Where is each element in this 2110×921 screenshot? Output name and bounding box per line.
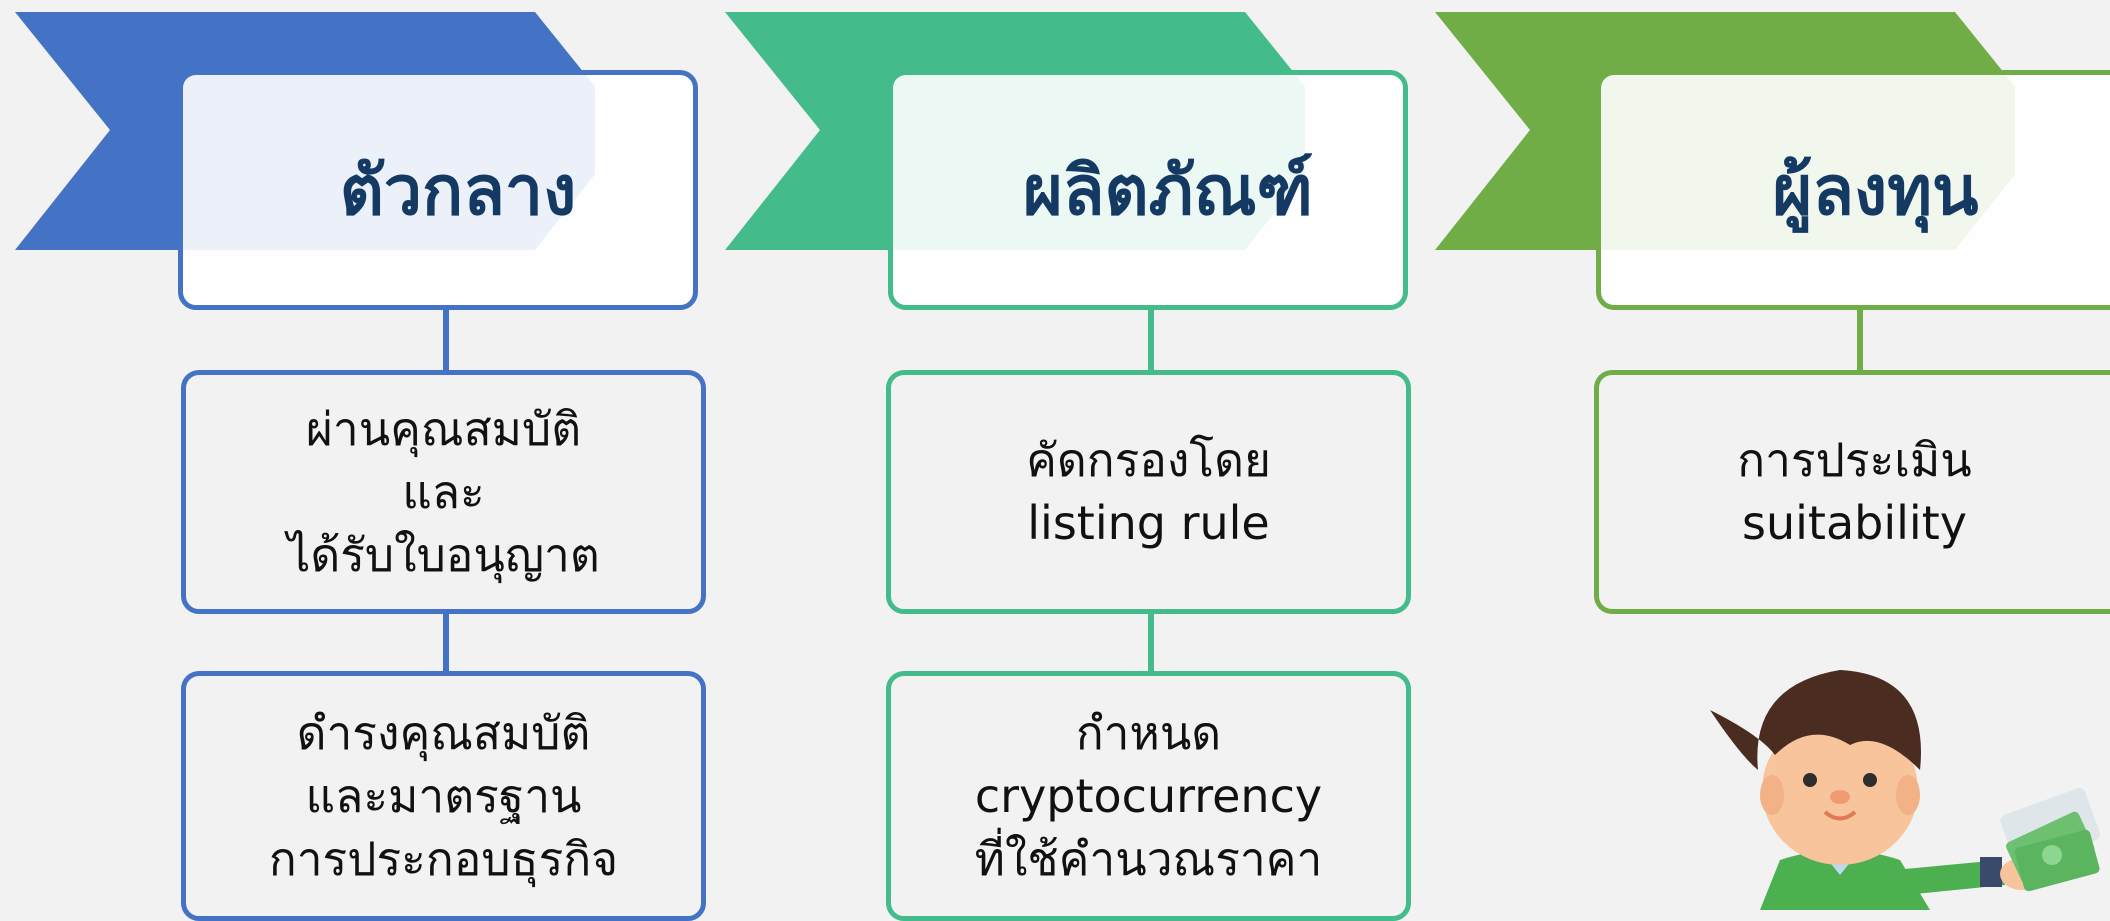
header-title-intermediary: ตัวกลาง	[339, 152, 577, 231]
header-title-product: ผลิตภัณฑ์	[1022, 152, 1314, 231]
connector-line	[443, 308, 449, 372]
box-line: คัดกรองโดย	[1026, 433, 1271, 487]
box-line: ได้รับใบอนุญาต	[287, 527, 600, 582]
box-line: การประกอบธุรกิจ	[268, 831, 619, 886]
box-line: cryptocurrency	[974, 768, 1323, 823]
requirement-box: ดำรงคุณสมบัติ และมาตรฐาน การประกอบธุรกิจ	[181, 671, 706, 921]
box-line: และมาตรฐาน	[305, 768, 582, 823]
header-title-investor: ผู้ลงทุน	[1772, 152, 1979, 231]
connector-line	[1148, 308, 1154, 372]
box-line: ดำรงคุณสมบัติ	[296, 705, 591, 760]
box-line: ที่ใช้คำนวณราคา	[974, 831, 1323, 886]
box-line: listing rule	[1027, 496, 1270, 550]
box-line: suitability	[1742, 496, 1967, 550]
requirement-box: การประเมิน suitability	[1594, 370, 2110, 614]
box-line: การประเมิน	[1737, 433, 1972, 487]
header-card-product: ผลิตภัณฑ์	[888, 70, 1408, 310]
requirement-box: คัดกรองโดย listing rule	[886, 370, 1411, 614]
requirement-box: กำหนด cryptocurrency ที่ใช้คำนวณราคา	[886, 671, 1411, 921]
requirement-box: ผ่านคุณสมบัติ และ ได้รับใบอนุญาต	[181, 370, 706, 614]
header-card-intermediary: ตัวกลาง	[178, 70, 698, 310]
connector-line	[1857, 308, 1863, 372]
connector-line	[443, 612, 449, 674]
box-line: กำหนด	[1075, 705, 1222, 760]
box-line: และ	[402, 464, 485, 519]
connector-line	[1148, 612, 1154, 674]
header-card-investor: ผู้ลงทุน	[1596, 70, 2110, 310]
investor-holding-money-icon	[1710, 670, 2101, 910]
box-line: ผ่านคุณสมบัติ	[305, 401, 582, 456]
